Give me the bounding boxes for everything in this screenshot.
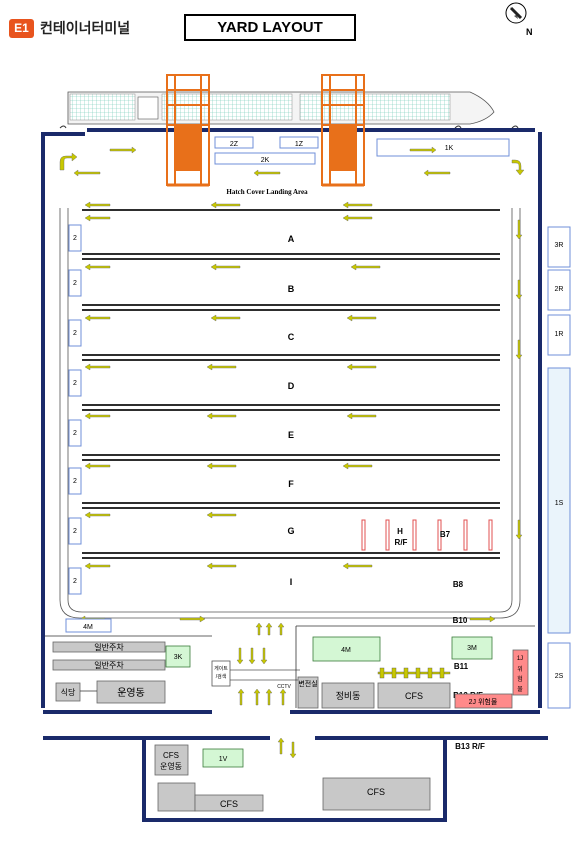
berth-slot-2k: 2K	[261, 157, 270, 164]
gate-label-line1: 게이트	[214, 665, 228, 672]
compass-icon	[505, 2, 527, 24]
left-marker-5: 2	[73, 430, 77, 437]
general-parking-2: 일반주차	[94, 661, 124, 670]
left-marker-7: 2	[73, 528, 77, 535]
block-label-b: B	[288, 284, 295, 294]
block-label-b7: B7	[440, 530, 451, 539]
block-label-c: C	[288, 332, 295, 342]
cfs-ops-label-line2: 운영동	[160, 761, 182, 771]
gate-label-line2: /검색	[216, 673, 227, 680]
gate-arrows	[236, 622, 297, 759]
block-label-b8: B8	[453, 580, 464, 589]
cfs-main-label: CFS	[405, 691, 423, 701]
page-title: YARD LAYOUT	[184, 14, 356, 41]
area-4m-left: 4M	[83, 624, 93, 631]
quay-crane-left	[166, 74, 210, 187]
cfs-lower-left-label: CFS	[220, 799, 238, 809]
block-label-b13: B13 R/F	[455, 742, 485, 751]
block-label-e: E	[288, 430, 294, 440]
right-zone-3r: 3R	[555, 242, 564, 249]
block-row-lines	[82, 209, 500, 559]
company-name: 컨테이너터미널	[40, 21, 131, 37]
left-marker-1: 2	[73, 235, 77, 242]
cfs-lower-right-label: CFS	[367, 787, 385, 797]
hazard-2j-label: 2J 위험물	[469, 698, 498, 706]
yard-lane	[59, 208, 521, 619]
substation-label: 변전실	[298, 679, 317, 688]
right-zone-1s: 1S	[555, 500, 564, 507]
quay-crane-right	[321, 74, 365, 187]
quay-traffic-arrows	[59, 146, 525, 177]
hazard-1j-line3: 험	[517, 675, 523, 683]
general-parking-1: 일반주차	[94, 643, 124, 652]
block-label-b11: B11	[454, 662, 469, 671]
hazard-1j-line4: 물	[517, 686, 523, 693]
compass-north-label: N	[526, 27, 533, 37]
block-label-g: G	[287, 526, 294, 536]
reefer-bars	[361, 519, 493, 551]
yard-traffic-arrows	[79, 201, 523, 623]
left-marker-2: 2	[73, 280, 77, 287]
left-marker-3: 2	[73, 330, 77, 337]
right-zone-2r: 2R	[555, 286, 564, 293]
block-label-d: D	[288, 381, 295, 391]
block-label-a: A	[288, 234, 295, 244]
area-1v: 1V	[219, 756, 228, 763]
cctv-label: CCTV	[277, 684, 291, 690]
right-zone-2s: 2S	[555, 673, 564, 680]
cfs-ops-label-line1: CFS	[163, 751, 179, 760]
operations-building-label: 운영동	[117, 687, 145, 699]
hazard-1j-line1: 1J	[517, 656, 523, 662]
cfs-container-rack	[377, 667, 451, 679]
hazard-1j-line2: 위	[517, 665, 523, 673]
area-3k: 3K	[174, 654, 183, 661]
berth-slots	[214, 136, 510, 165]
left-marker-6: 2	[73, 478, 77, 485]
block-label-f: F	[288, 479, 294, 489]
berth-slot-1z: 1Z	[295, 141, 304, 148]
reefer-label-h: H	[397, 527, 403, 536]
maintenance-label: 정비동	[336, 691, 361, 701]
block-label-b10: B10	[453, 616, 468, 625]
container-ship	[59, 91, 519, 129]
company-logo: E1	[9, 19, 34, 38]
block-label-i: I	[290, 577, 293, 587]
left-marker-8: 2	[73, 578, 77, 585]
area-4m-mid: 4M	[341, 647, 351, 654]
hatch-cover-landing-label: Hatch Cover Landing Area	[226, 188, 308, 196]
left-marker-4: 2	[73, 380, 77, 387]
reefer-label-rf: R/F	[395, 538, 408, 547]
berth-slot-1k: 1K	[445, 145, 454, 152]
right-zone-1r: 1R	[555, 331, 564, 338]
area-3m: 3M	[467, 645, 477, 652]
yard-boundary	[41, 128, 548, 822]
berth-slot-2z: 2Z	[230, 141, 239, 148]
canteen-label: 식당	[61, 687, 76, 697]
